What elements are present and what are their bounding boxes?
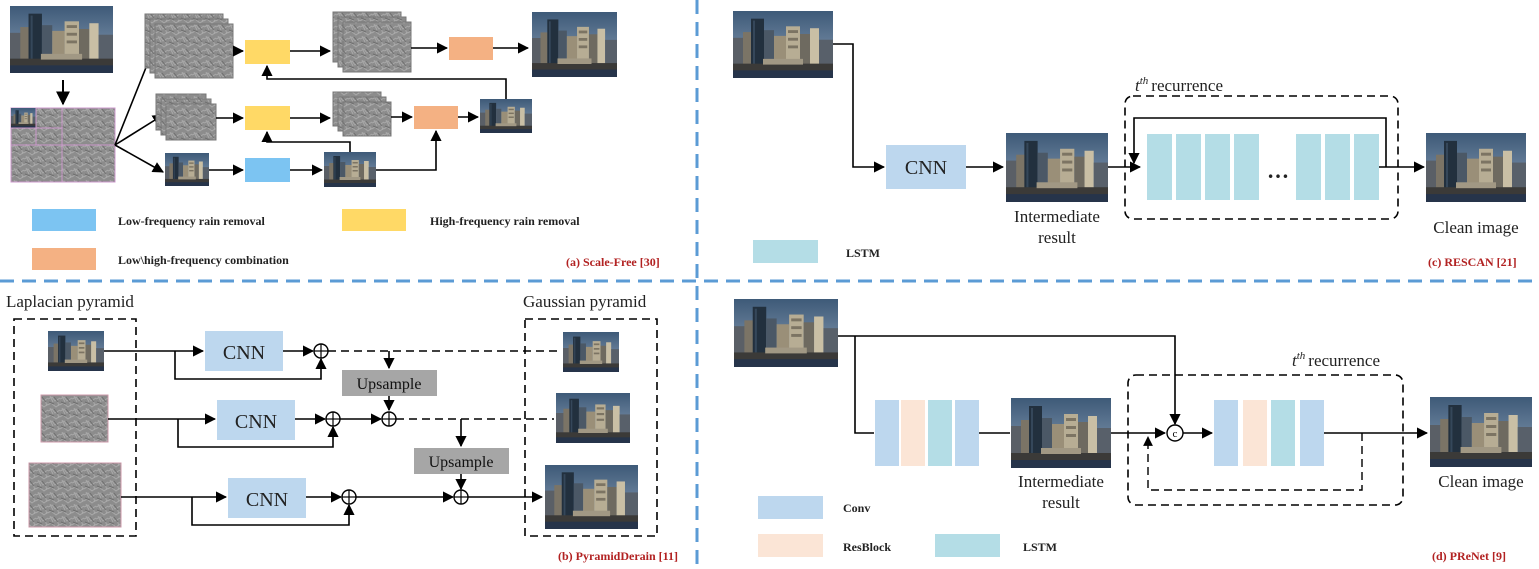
- high-freq-stack-mid: [155, 93, 217, 141]
- prenet-clean-image: [1430, 397, 1532, 467]
- rescan-cnn-label: CNN: [905, 157, 947, 179]
- cnn-label-2: CNN: [235, 411, 277, 433]
- laplacian-level-1: [48, 331, 104, 371]
- high-freq-stack-top: [144, 13, 234, 79]
- prenet-legend-resblock-swatch: [758, 534, 823, 557]
- cnn-block-1: [205, 331, 283, 371]
- rescan-cnn-block: [886, 145, 966, 189]
- gaussian-pyramid-group: [524, 318, 658, 537]
- panel-a-scale-free: Low-frequency rain removal High-frequenc…: [10, 6, 660, 270]
- upsample-label-1: Upsample: [357, 376, 422, 393]
- prenet-intermediate-label-2: result: [1042, 493, 1080, 512]
- upsample-block-1: [342, 370, 437, 396]
- prenet-legend-lstm-label: LSTM: [1023, 540, 1057, 554]
- combination-block-mid: [414, 106, 458, 129]
- gaussian-level-3: [545, 465, 638, 529]
- laplacian-level-2: [40, 394, 109, 443]
- cnn-label-3: CNN: [246, 489, 288, 511]
- prenet-recurrent-blocks: [1214, 400, 1324, 466]
- prenet-first-stage-blocks: [875, 400, 979, 466]
- low-freq-input-image: [165, 153, 209, 186]
- laplacian-level-3: [28, 462, 122, 528]
- prenet-recurrence-group: [1127, 374, 1404, 506]
- cnn-block-3: [228, 478, 306, 518]
- rescan-intermediate-label-1: Intermediate: [1014, 207, 1100, 226]
- rescan-legend-lstm-swatch: [753, 240, 818, 263]
- rescan-intermediate-label-2: result: [1038, 228, 1076, 247]
- caption-b: (b) PyramidDerain [11]: [558, 549, 678, 563]
- high-freq-block-top: [245, 40, 290, 64]
- legend-combination-swatch: [32, 248, 96, 270]
- cnn-block-2: [217, 400, 295, 440]
- add-node-4: [341, 489, 357, 505]
- prenet-legend-resblock-label: ResBlock: [843, 540, 891, 554]
- rescan-input-image: [733, 11, 833, 78]
- scale-free-output-image: [532, 12, 617, 77]
- high-freq-stack-top-out: [332, 11, 412, 73]
- mid-scale-result-image: [480, 99, 532, 133]
- prenet-intermediate-image: [1011, 398, 1111, 468]
- gaussian-pyramid-label: Gaussian pyramid: [523, 292, 647, 311]
- prenet-concat-node: c: [1166, 424, 1184, 442]
- rescan-ellipsis: …: [1267, 158, 1289, 183]
- laplacian-pyramid-label: Laplacian pyramid: [6, 292, 134, 311]
- low-freq-block: [245, 158, 290, 182]
- legend-low-freq-label: Low-frequency rain removal: [118, 214, 266, 228]
- prenet-clean-label: Clean image: [1438, 472, 1523, 491]
- add-node-5: [453, 489, 469, 505]
- upsample-block-2: [414, 448, 509, 474]
- frequency-decomposition-image: [10, 107, 116, 183]
- prenet-intermediate-label-1: Intermediate: [1018, 472, 1104, 491]
- concat-symbol: c: [1173, 428, 1178, 440]
- gaussian-level-1: [563, 332, 619, 372]
- high-freq-stack-mid-out: [332, 91, 392, 137]
- prenet-legend-lstm-swatch: [935, 534, 1000, 557]
- rescan-clean-image: [1426, 133, 1526, 202]
- rescan-clean-label: Clean image: [1433, 218, 1518, 237]
- prenet-input-image: [734, 299, 838, 367]
- legend-low-freq-swatch: [32, 209, 96, 231]
- combination-block-top: [449, 37, 493, 60]
- legend-high-freq-swatch: [342, 209, 406, 231]
- add-node-1: [313, 343, 329, 359]
- rescan-intermediate-image: [1006, 133, 1108, 202]
- prenet-legend-conv-swatch: [758, 496, 823, 519]
- gaussian-level-2: [556, 393, 630, 443]
- legend-combination-label: Low\high-frequency combination: [118, 253, 289, 267]
- rescan-legend-lstm-label: LSTM: [846, 246, 880, 260]
- panel-b-pyramid-derain: Laplacian pyramid Gaussian pyramid CNN U…: [6, 292, 678, 563]
- upsample-label-2: Upsample: [429, 454, 494, 471]
- caption-c: (c) RESCAN [21]: [1428, 255, 1517, 269]
- rescan-lstm-chain: [1147, 134, 1379, 200]
- caption-a: (a) Scale-Free [30]: [566, 255, 660, 269]
- caption-d: (d) PReNet [9]: [1432, 549, 1506, 563]
- legend-high-freq-label: High-frequency rain removal: [430, 214, 580, 228]
- high-freq-block-mid: [245, 106, 290, 130]
- add-node-3: [381, 411, 397, 427]
- cnn-label-1: CNN: [223, 342, 265, 364]
- rainy-input-image: [10, 6, 113, 73]
- low-freq-result-image: [324, 152, 376, 187]
- prenet-legend-conv-label: Conv: [843, 501, 870, 515]
- add-node-2: [325, 411, 341, 427]
